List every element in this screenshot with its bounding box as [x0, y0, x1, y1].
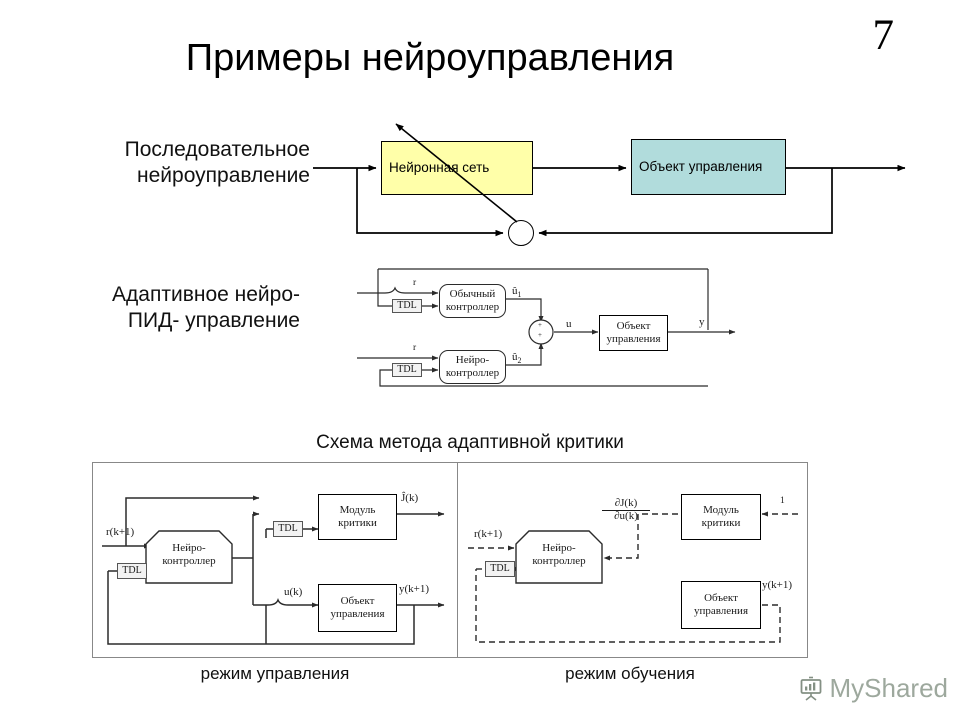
signal-y-right: y(k+1): [762, 579, 793, 591]
presentation-board-icon: [800, 676, 821, 701]
signal-y: y: [699, 316, 705, 328]
gradient-denominator: ∂u(k): [602, 509, 650, 523]
block-neural-network: Нейронная сеть: [381, 141, 533, 195]
summing-junction-serial: [508, 220, 534, 246]
diagram-adaptive-neuro-pid: Обычный контроллер TDL Нейро- контроллер…: [355, 262, 745, 390]
caption-control-mode: режим управления: [200, 664, 350, 683]
sum-sign-top: +: [538, 321, 542, 329]
section1-label: Последовательное нейроуправление: [124, 138, 310, 187]
section3-title: Схема метода адаптивной критики: [316, 432, 624, 453]
gradient-expression: ∂J(k) ∂u(k): [602, 497, 650, 523]
signal-r-right: r(k+1): [474, 528, 503, 540]
block-plant-pid: Объект управления: [599, 315, 668, 351]
signal-r-left: r(k+1): [106, 526, 135, 538]
signal-y-left: y(k+1): [399, 583, 430, 595]
signal-u: u: [566, 318, 572, 330]
block-critic-module-left: Модуль критики: [318, 494, 397, 540]
signal-u-hat-2: û2: [512, 351, 522, 366]
signal-u-hat-1: û1: [512, 285, 522, 300]
caption-training-mode: режим обучения: [565, 664, 695, 683]
block-classic-controller: Обычный контроллер: [439, 284, 506, 318]
block-neuro-controller-right: Нейро- контроллер: [515, 530, 603, 584]
diagram-critic-training-mode: Нейро- контроллер Модуль критики Объект …: [462, 466, 806, 654]
tdl-top: TDL: [392, 299, 422, 313]
diagram-critic-control-mode: Нейро- контроллер Модуль критики Объект …: [96, 466, 454, 654]
tdl-critic-left: TDL: [273, 521, 303, 537]
signal-one-right: 1: [780, 496, 785, 506]
block-plant-left: Объект управления: [318, 584, 397, 632]
signal-r-top: r: [413, 278, 417, 288]
page-title: Примеры нейроуправления: [185, 37, 675, 79]
block-plant-right: Объект управления: [681, 581, 761, 629]
signal-u-left: u(k): [284, 586, 303, 598]
tdl-feedback-right: TDL: [485, 561, 515, 577]
block-plant-serial: Объект управления: [631, 139, 786, 195]
panel-divider: [457, 462, 458, 658]
watermark: MyShared: [798, 673, 949, 704]
signal-r-bottom: r: [413, 343, 417, 353]
signal-j-hat-left: Ĵ(k): [401, 492, 419, 504]
block-neuro-controller-right-label: Нейро- контроллер: [532, 542, 586, 568]
block-critic-module-right: Модуль критики: [681, 494, 761, 540]
block-neuro-controller-left: Нейро- контроллер: [145, 530, 233, 584]
tdl-bottom: TDL: [392, 363, 422, 377]
block-neuro-controller-left-label: Нейро- контроллер: [162, 542, 216, 568]
gradient-numerator: ∂J(k): [614, 497, 638, 509]
slide-number: 7: [872, 12, 895, 59]
block-neuro-controller-pid: Нейро- контроллер: [439, 350, 506, 384]
watermark-text: MyShared: [829, 673, 949, 703]
sum-sign-bottom: +: [538, 331, 542, 339]
tdl-feedback-left: TDL: [117, 563, 147, 579]
section2-label: Адаптивное нейро- ПИД- управление: [112, 283, 300, 332]
